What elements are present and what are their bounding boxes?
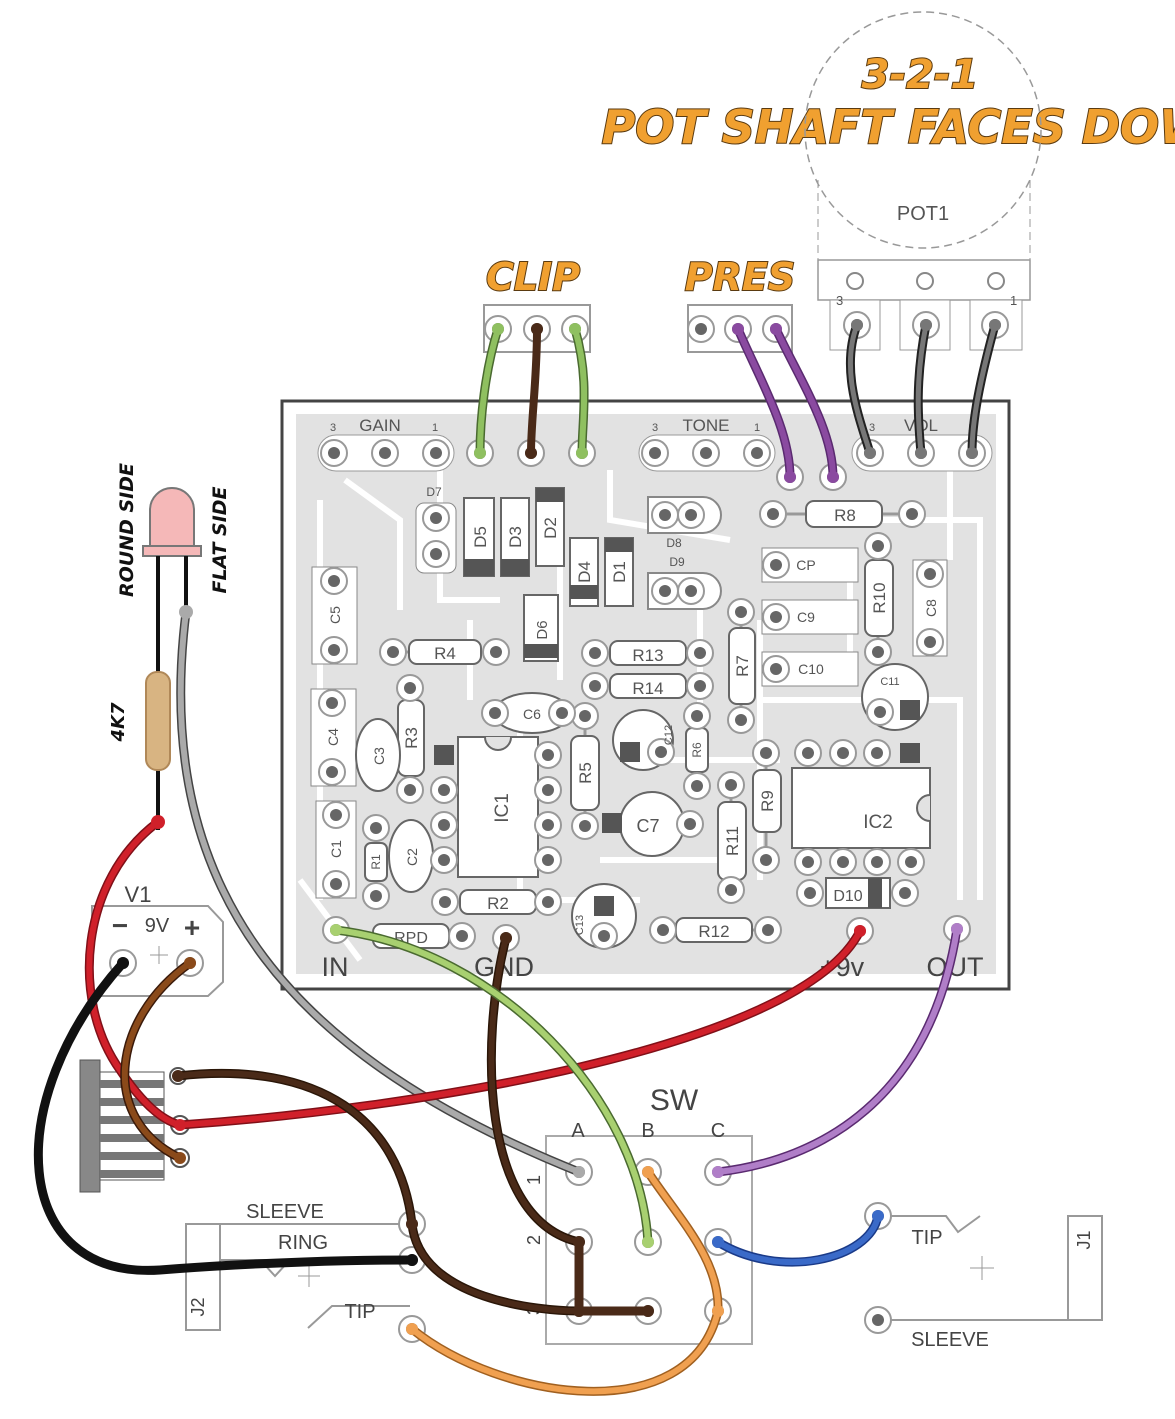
footswitch-row-1: 1 xyxy=(524,1175,544,1185)
led-resistor xyxy=(145,671,171,771)
power-plus: + xyxy=(184,912,200,943)
c5-label: C5 xyxy=(327,606,343,624)
r11-label: R11 xyxy=(723,826,742,856)
r5-label: R5 xyxy=(576,762,595,784)
power-label: V1 xyxy=(125,882,152,907)
r10-label: R10 xyxy=(870,582,889,613)
pres-label: PRES xyxy=(685,255,795,299)
tone-pin3: 3 xyxy=(652,422,658,434)
c7-label: C7 xyxy=(636,816,659,836)
d6-label: D6 xyxy=(534,620,551,639)
jack-j2[interactable] xyxy=(185,1210,426,1343)
clip-label: CLIP xyxy=(486,255,580,299)
j2-label: J2 xyxy=(188,1297,208,1316)
headline-line1: 3-2-1 xyxy=(862,52,979,98)
r7-label: R7 xyxy=(733,655,752,677)
d9-label: D9 xyxy=(669,555,685,569)
gain-label: GAIN xyxy=(359,416,401,435)
c8-label: C8 xyxy=(923,599,939,617)
footswitch-col-c: C xyxy=(711,1120,725,1142)
pot1-pin3: 3 xyxy=(836,293,843,308)
c6-label: C6 xyxy=(523,706,541,722)
c1-label: C1 xyxy=(328,840,344,858)
wires xyxy=(34,320,1000,1396)
pot1-footprint xyxy=(804,11,1042,351)
pad-in-label: IN xyxy=(322,952,349,982)
d2-label: D2 xyxy=(541,517,560,539)
r2-label: R2 xyxy=(487,894,509,913)
footswitch-row-2: 2 xyxy=(524,1235,544,1245)
r6-label: R6 xyxy=(690,742,704,758)
j1-sleeve-label: SLEEVE xyxy=(911,1329,989,1351)
c10-label: C10 xyxy=(798,661,824,677)
r1-label: R1 xyxy=(369,854,383,870)
led-flat-side-label: FLAT SIDE xyxy=(209,486,231,593)
r4-label: R4 xyxy=(434,644,456,663)
headline-line2: POT SHAFT FACES DOWN xyxy=(602,100,1175,154)
jack-j1[interactable] xyxy=(864,1202,1103,1334)
led xyxy=(142,487,202,830)
c9-label: C9 xyxy=(797,609,815,625)
c3-label: C3 xyxy=(371,747,387,765)
j2-sleeve-label: SLEEVE xyxy=(246,1201,324,1223)
d8-label: D8 xyxy=(666,536,682,550)
c11-label: C11 xyxy=(880,676,899,688)
footswitch-label: SW xyxy=(650,1084,699,1117)
tone-pin1: 1 xyxy=(754,422,760,434)
tone-label: TONE xyxy=(683,416,730,435)
d4-label: D4 xyxy=(575,561,594,583)
d7-label: D7 xyxy=(426,485,442,499)
c4-label: C4 xyxy=(325,728,341,746)
ic2-label: IC2 xyxy=(863,812,893,833)
power-minus: − xyxy=(112,910,128,941)
led-resistor-label: 4K7 xyxy=(108,702,129,742)
footswitch-col-b: B xyxy=(641,1120,654,1142)
pcb xyxy=(280,399,1011,991)
d1-label: D1 xyxy=(610,561,629,583)
led-round-side-label: ROUND SIDE xyxy=(116,463,138,597)
r3-label: R3 xyxy=(402,727,421,749)
footswitch-col-a: A xyxy=(571,1120,585,1142)
d3-label: D3 xyxy=(506,526,525,548)
cp-label: CP xyxy=(796,557,815,573)
ic1-label: IC1 xyxy=(492,793,513,823)
r12-label: R12 xyxy=(698,922,729,941)
d10-label: D10 xyxy=(833,888,862,905)
gain-pin1: 1 xyxy=(432,422,438,434)
wire-endpoints xyxy=(117,319,1001,1335)
power-voltage: 9V xyxy=(145,915,170,937)
pot1-label: POT1 xyxy=(897,203,949,225)
gain-pin3: 3 xyxy=(330,422,336,434)
c13-label: C13 xyxy=(574,915,586,935)
c12-label: C12 xyxy=(663,725,675,745)
c2-label: C2 xyxy=(404,848,420,866)
r8-label: R8 xyxy=(834,506,856,525)
r13-label: R13 xyxy=(632,646,663,665)
j1-label: J1 xyxy=(1074,1230,1094,1249)
pot1-pin1: 1 xyxy=(1010,293,1017,308)
r14-label: R14 xyxy=(632,679,663,698)
j1-tip-label: TIP xyxy=(911,1227,942,1249)
r9-label: R9 xyxy=(758,790,777,812)
j2-tip-label: TIP xyxy=(344,1301,375,1323)
vol-pin3: 3 xyxy=(869,422,875,434)
j2-ring-label: RING xyxy=(278,1232,328,1254)
d5-label: D5 xyxy=(471,526,490,548)
